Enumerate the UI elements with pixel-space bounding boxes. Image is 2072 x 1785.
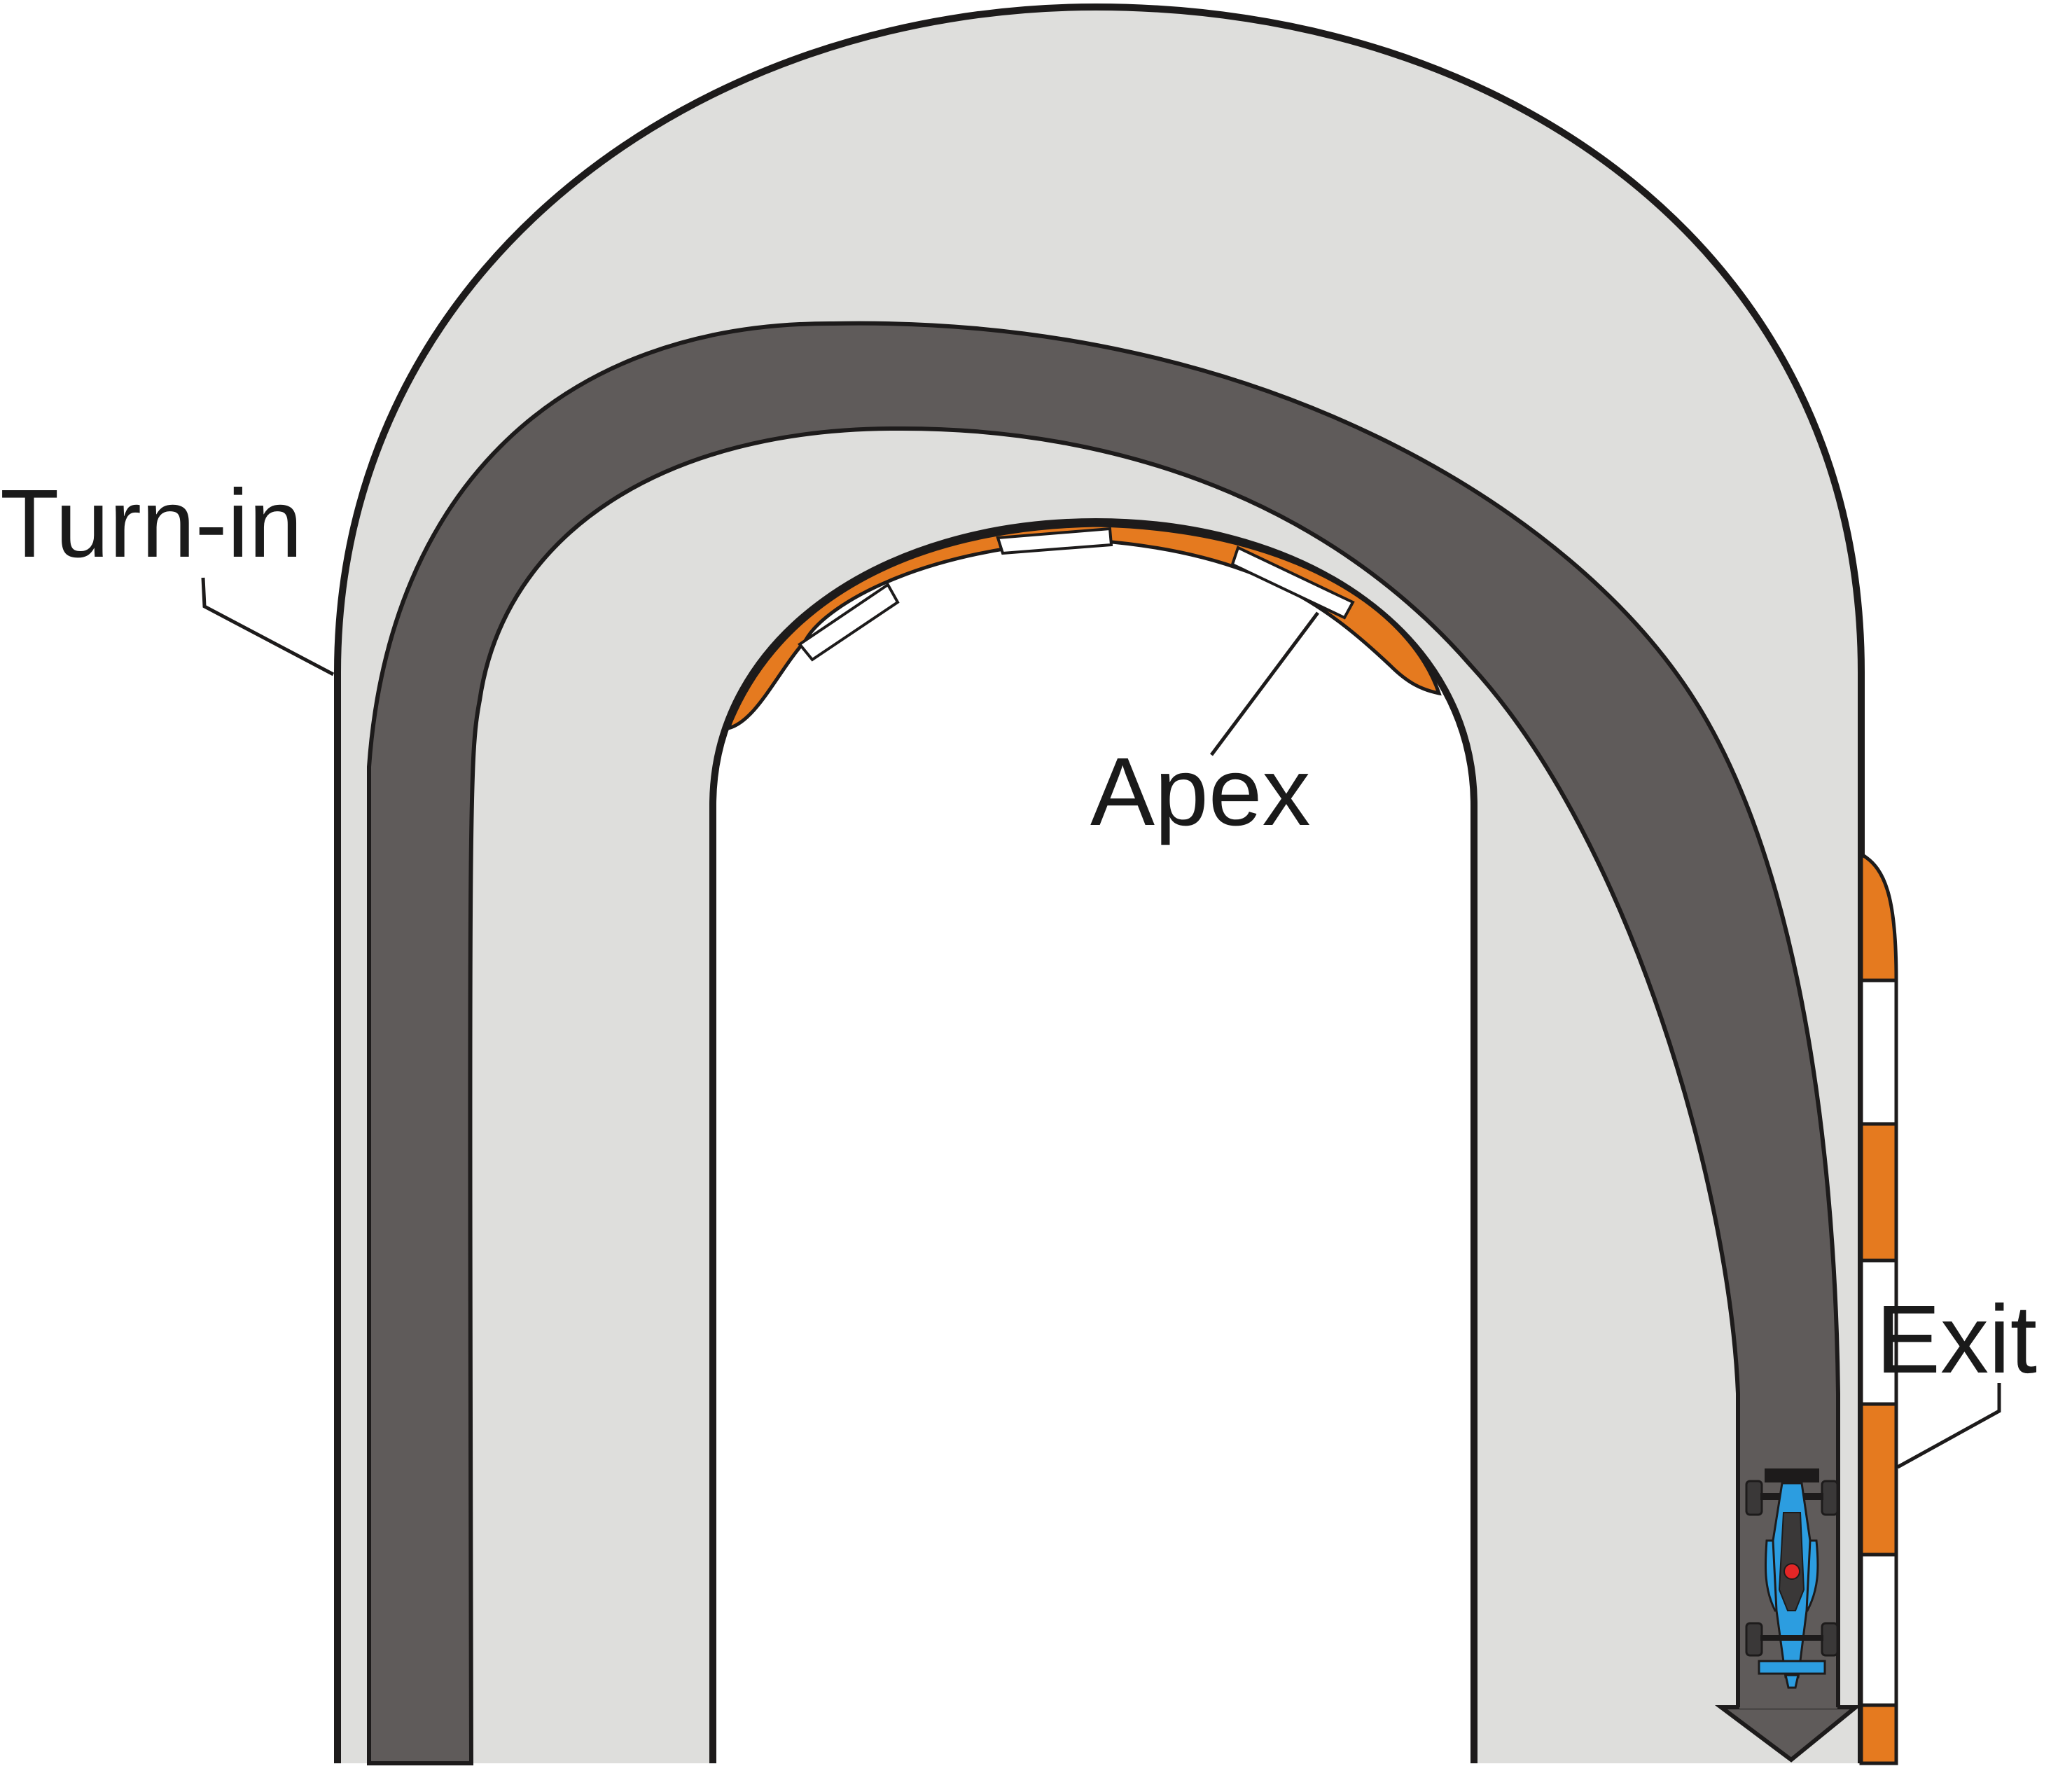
- race-car-icon: [1745, 1468, 1839, 1689]
- track-inner-edge: [709, 518, 1477, 1763]
- apex-kerb-white-1: [798, 583, 900, 662]
- exit-kerb-orange-3: [1859, 1703, 1898, 1765]
- apex-kerb-white-2: [996, 527, 1113, 555]
- exit-leader: [1896, 1383, 2001, 1469]
- turn-in-label: Turn-in: [0, 470, 303, 578]
- exit-kerb-orange-2: [1859, 1402, 1898, 1557]
- apex-label: Apex: [1090, 738, 1311, 846]
- exit-kerb-white-3: [1859, 1553, 1898, 1707]
- exit-kerb-white-1: [1859, 978, 1898, 1126]
- apex-kerb: [725, 523, 1442, 731]
- track-outer-edge: [334, 3, 1865, 1763]
- exit-kerb-white-2: [1859, 1258, 1898, 1406]
- exit-kerb-cap: [1859, 851, 1898, 982]
- racing-line: [367, 321, 1840, 1765]
- apex-leader: [1209, 611, 1320, 756]
- turn-in-leader: [201, 577, 335, 676]
- exit-label: Exit: [1876, 1286, 2037, 1394]
- exit-kerb-orange-1: [1859, 1122, 1898, 1263]
- exit-kerb: [1859, 851, 1898, 1765]
- apex-kerb-white-3: [1230, 546, 1355, 620]
